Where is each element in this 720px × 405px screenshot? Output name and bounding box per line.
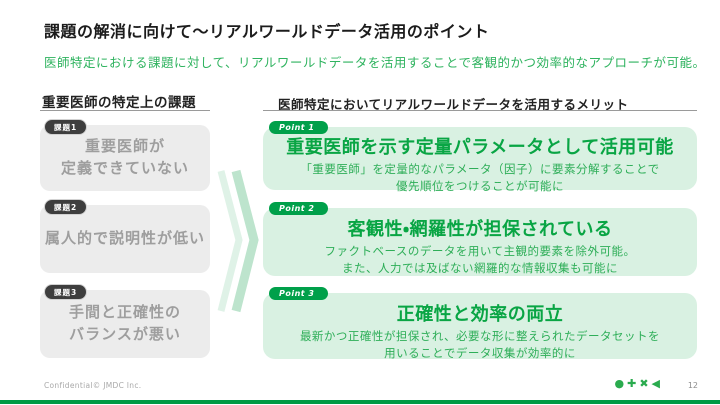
issue-badge-1: 課題1	[44, 119, 88, 135]
right-column-header: 医師特定においてリアルワールドデータを活用するメリット	[278, 97, 629, 112]
issue-badge-2: 課題2	[44, 199, 88, 215]
issue-badge-3: 課題3	[44, 284, 88, 300]
point-card-2: Point 2 客観性・網羅性が担保されている ファクトベースのデータを用いて主…	[263, 202, 697, 276]
left-column-header: 重要医師の特定上の課題	[42, 95, 196, 111]
point-card-1: Point 1 重要医師を示す定量パラメータとして活用可能 「重要医師」を定量的…	[263, 121, 697, 193]
issue-text-2: 属人的で説明性が低い	[44, 229, 205, 248]
issue-text-1: 重要医師が 定義できていない	[60, 137, 189, 177]
flow-chevron-icon	[217, 169, 259, 313]
triangle-left-icon: ◀	[651, 377, 660, 390]
point-badge-1: Point 1	[269, 121, 329, 134]
circle-icon: ●	[614, 377, 625, 390]
issue-card-3: 課題3 手間と正確性の バランスが悪い	[40, 284, 210, 358]
cross-icon: ✖	[639, 377, 649, 390]
point-title-3: 正確性と効率の両立	[396, 304, 564, 325]
point-body-3: 最新かつ正確性が担保され、必要な形に整えられたデータセットを 用いることでデータ…	[299, 329, 661, 360]
issue-text-3: 手間と正確性の バランスが悪い	[68, 303, 181, 343]
right-header-underline	[263, 110, 697, 111]
page-number: 12	[687, 381, 698, 390]
issue-card-2: 課題2 属人的で説明性が低い	[40, 199, 210, 273]
issue-card-1: 課題1 重要医師が 定義できていない	[40, 119, 210, 191]
left-header-underline	[40, 110, 210, 111]
point-body-2: ファクトベースのデータを用いて主観的要素を除外可能。 また、人力では及ばない網羅…	[324, 244, 636, 275]
confidential-label: Confidential© JMDC Inc.	[44, 381, 142, 390]
bottom-accent-bar	[0, 400, 720, 404]
point-body-1: 「重要医師」を定量的なパラメータ（因子）に要素分解することで 優先順位をつけるこ…	[300, 162, 660, 193]
point-title-2: 客観性・網羅性が担保されている	[347, 219, 613, 240]
page-subtitle: 医師特定における課題に対して、リアルワールドデータを活用することで客観的かつ効率…	[44, 55, 706, 70]
point-badge-2: Point 2	[269, 202, 329, 215]
point-card-3: Point 3 正確性と効率の両立 最新かつ正確性が担保され、必要な形に整えられ…	[263, 287, 697, 360]
jmdc-logo: ● ✚ ✖ ◀	[614, 378, 660, 389]
point-badge-3: Point 3	[269, 287, 329, 300]
plus-icon: ✚	[627, 377, 637, 390]
point-title-1: 重要医師を示す定量パラメータとして活用可能	[286, 137, 674, 158]
page-title: 課題の解消に向けて～リアルワールドデータ活用のポイント	[44, 22, 490, 41]
